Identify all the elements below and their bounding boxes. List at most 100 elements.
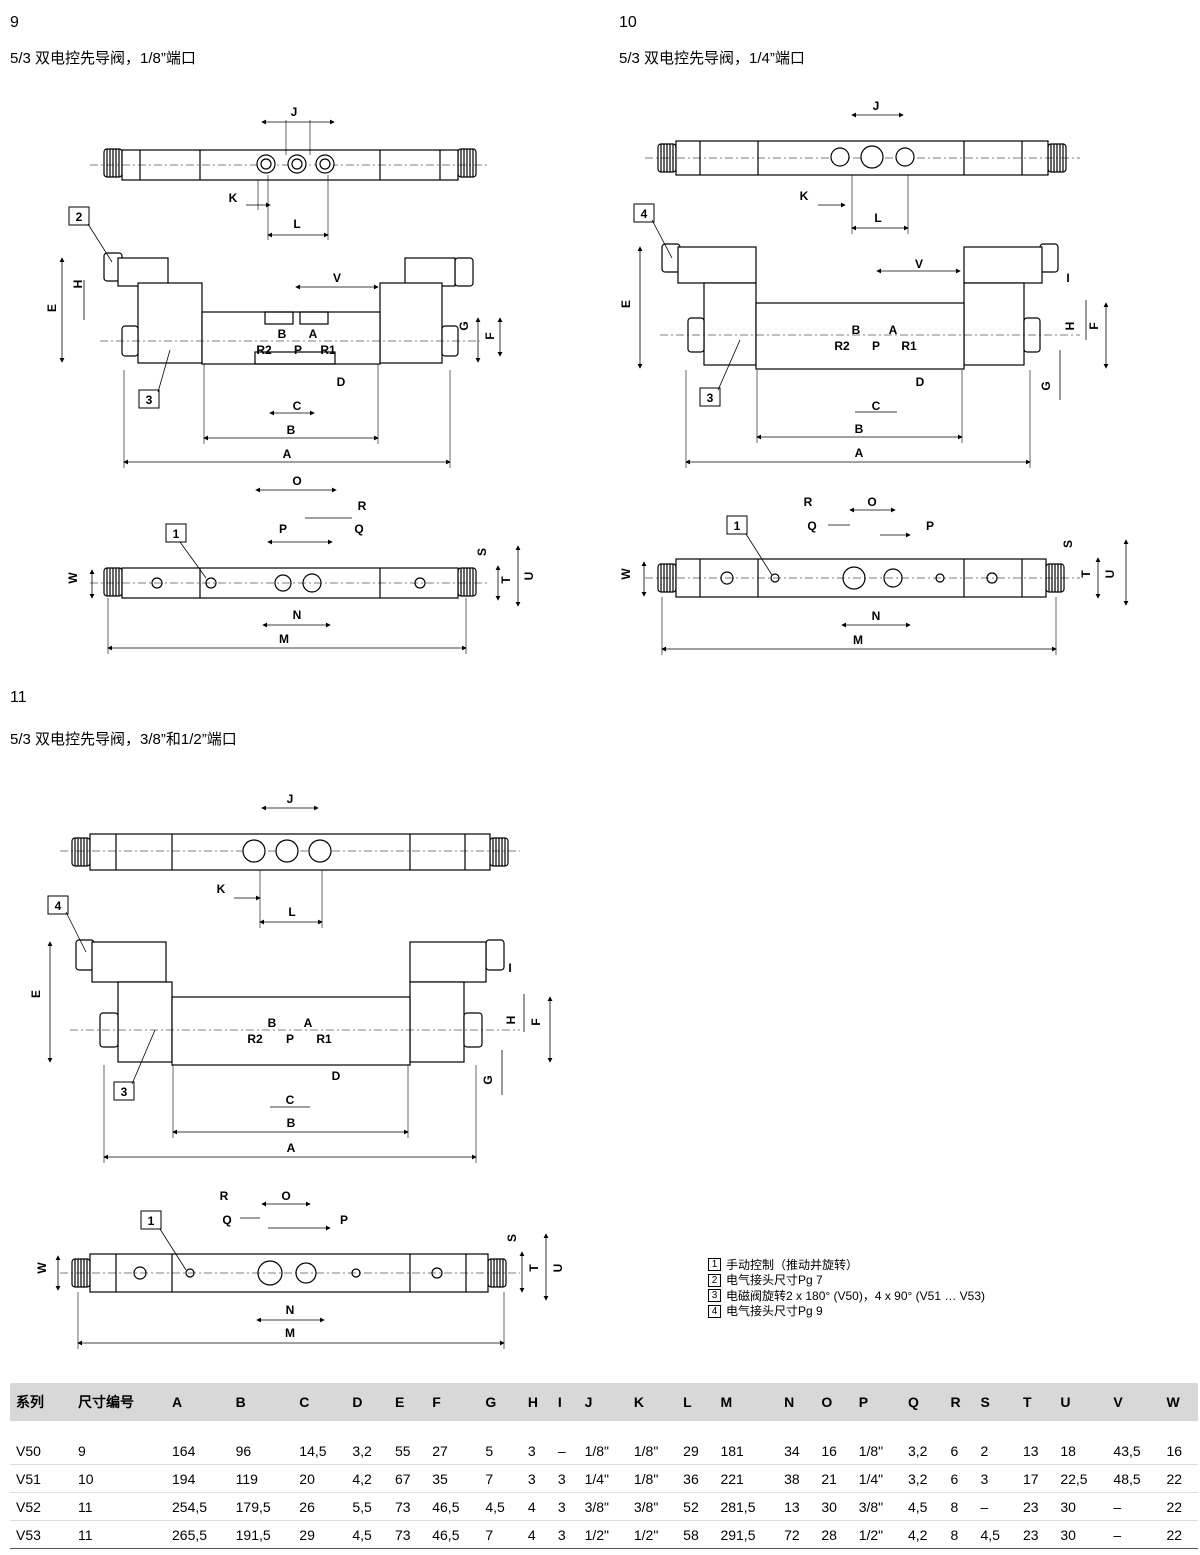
- dim-w-label: W: [35, 1262, 49, 1274]
- table-cell: 58: [677, 1520, 715, 1549]
- table-cell: 22,5: [1054, 1464, 1108, 1493]
- table-cell: 96: [229, 1421, 294, 1465]
- table-cell: 265,5: [166, 1520, 230, 1549]
- dim-s-label: S: [505, 1234, 519, 1242]
- table-cell: 2: [974, 1421, 1018, 1465]
- table-cell: 4,5: [901, 1492, 945, 1521]
- column-header: K: [633, 1394, 644, 1410]
- dim-o-label: O: [281, 1189, 290, 1203]
- dim-j-label: J: [287, 792, 294, 806]
- dim-j-label: J: [873, 99, 880, 113]
- dim-c-label: C: [286, 1093, 295, 1107]
- dim-u-label: U: [522, 572, 536, 581]
- table-cell: 7: [479, 1520, 522, 1549]
- table-cell: 1/8": [852, 1421, 902, 1465]
- table-cell: 30: [1054, 1492, 1108, 1521]
- table-cell: 55: [388, 1421, 427, 1465]
- table-cell: 3: [521, 1421, 552, 1465]
- port-a-label: A: [304, 1016, 313, 1030]
- table-cell: 22: [1160, 1464, 1198, 1493]
- table-cell: 1/8": [578, 1421, 628, 1465]
- table-cell: 3,2: [346, 1421, 389, 1465]
- table-cell: 1/8": [627, 1421, 678, 1465]
- dim-r-label: R: [220, 1189, 229, 1203]
- dim-a-label: A: [287, 1141, 296, 1155]
- figure-9-number: 9: [10, 14, 19, 31]
- dim-b-label: B: [287, 1116, 296, 1130]
- table-cell: V53: [10, 1520, 72, 1549]
- table-cell: 6: [944, 1421, 975, 1465]
- table-cell: 7: [479, 1464, 522, 1493]
- column-header: 尺寸编号: [78, 1394, 134, 1410]
- table-header-row: 系列 尺寸编号 A B C D E F G H I J K L M N O P …: [10, 1383, 1198, 1421]
- dim-k-label: K: [217, 882, 226, 896]
- figure-10-top-view: [645, 112, 1080, 234]
- dim-d-label: D: [337, 375, 346, 389]
- table-cell: 3: [521, 1464, 552, 1493]
- column-header: N: [784, 1394, 795, 1410]
- column-header: F: [432, 1394, 441, 1410]
- table-cell: 3: [974, 1464, 1018, 1493]
- table-cell: 11: [72, 1520, 166, 1549]
- table-cell: 22: [1160, 1492, 1198, 1521]
- dim-s-label: S: [475, 548, 489, 556]
- callout-2: 2: [76, 210, 83, 224]
- table-cell: 1/8": [627, 1464, 678, 1493]
- table-cell: 14,5: [293, 1421, 347, 1465]
- dim-a-label: A: [283, 447, 292, 461]
- column-header: U: [1060, 1394, 1071, 1410]
- callout-1: 1: [173, 527, 180, 541]
- dim-f-label: F: [483, 332, 497, 339]
- dim-q-label: Q: [807, 519, 816, 533]
- table-cell: 1/4": [578, 1464, 628, 1493]
- column-header: B: [235, 1394, 246, 1410]
- dim-e-label: E: [29, 990, 43, 998]
- table-cell: 36: [677, 1464, 715, 1493]
- dim-d-label: D: [332, 1069, 341, 1083]
- table-cell: 9: [72, 1421, 166, 1465]
- table-cell: 221: [714, 1464, 779, 1493]
- callout-4: 4: [641, 207, 648, 221]
- column-header: O: [821, 1394, 833, 1410]
- dim-g-label: G: [481, 1075, 495, 1084]
- figure-10-drawing: [633, 112, 1129, 655]
- legend-number: 4: [708, 1304, 721, 1318]
- port-p-label: P: [286, 1032, 294, 1046]
- figure-9-top-view: [90, 119, 490, 240]
- table-cell: 194: [166, 1464, 230, 1493]
- port-b-label: B: [852, 323, 861, 337]
- dim-g-label: G: [1039, 381, 1053, 390]
- table-cell: 46,5: [426, 1520, 480, 1549]
- column-header: V: [1113, 1394, 1123, 1410]
- table-cell: 4: [521, 1492, 552, 1521]
- dim-o-label: O: [867, 495, 876, 509]
- table-cell: 5,5: [346, 1492, 389, 1521]
- table-cell: 23: [1017, 1492, 1055, 1521]
- column-header: H: [527, 1394, 539, 1410]
- table-cell: 13: [1017, 1421, 1055, 1465]
- port-r1-label: R1: [320, 343, 336, 357]
- column-header: L: [683, 1394, 692, 1410]
- dim-c-label: C: [293, 399, 302, 413]
- figure-10-labels: J K L 4 I V E B A H F R2 P R1 D G 3 C B …: [619, 99, 1117, 647]
- dim-l-label: L: [288, 905, 295, 919]
- table-cell: 181: [714, 1421, 779, 1465]
- table-cell: 5: [479, 1421, 522, 1465]
- legend-number: 2: [708, 1273, 721, 1287]
- column-header: G: [485, 1394, 497, 1410]
- dim-r-label: R: [804, 495, 813, 509]
- table-cell: 20: [293, 1464, 347, 1493]
- dim-e-label: E: [619, 300, 633, 308]
- port-p-label: P: [294, 343, 302, 357]
- legend-item: 4 电气接头尺寸Pg 9: [708, 1304, 985, 1320]
- figure-11-front-view: [47, 895, 553, 1163]
- legend-text: 手动控制（推动并旋转）: [726, 1257, 859, 1272]
- dim-n-label: N: [872, 609, 881, 623]
- figure-10-front-view: [633, 203, 1109, 468]
- table-cell: 3: [551, 1492, 579, 1521]
- table-cell: 3,2: [901, 1421, 945, 1465]
- figure-10-bottom-view: [641, 507, 1129, 655]
- dim-g-label: G: [457, 321, 471, 330]
